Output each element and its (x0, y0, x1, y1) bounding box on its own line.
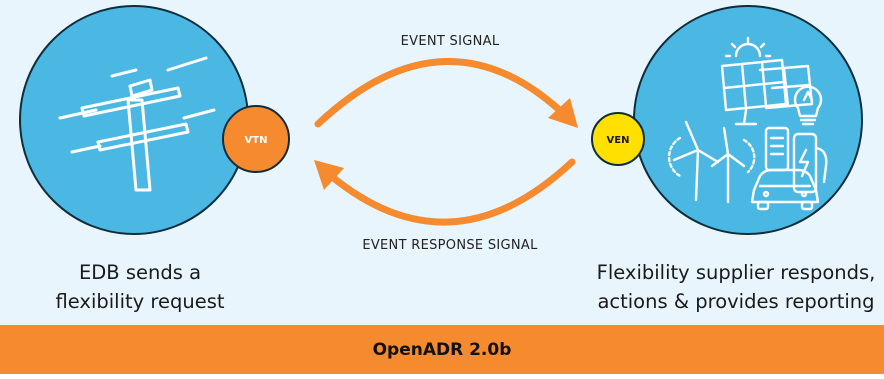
event-response-signal-label: EVENT RESPONSE SIGNAL (362, 238, 538, 253)
vtn-badge (222, 105, 290, 173)
edb-circle (19, 5, 249, 235)
power-pole-icon (58, 56, 216, 192)
vtn-label: VTN (245, 135, 268, 146)
ven-badge (591, 112, 645, 166)
ven-label: VEN (607, 135, 630, 146)
supplier-caption-line-2: actions & provides reporting (597, 290, 875, 313)
edb-caption-line-2: flexibility request (55, 290, 225, 313)
edb-caption-line-1: EDB sends a (78, 261, 202, 284)
solar-panel-icon (720, 58, 814, 126)
event-response-arrow (320, 158, 576, 226)
event-signal-arrow (314, 58, 572, 128)
light-bulb-icon (793, 85, 823, 126)
supplier-caption-line-1: Flexibility supplier responds, (596, 261, 876, 284)
event-signal-arrowhead (548, 98, 578, 128)
signal-arrows (314, 58, 578, 226)
vtn-node-group: VTN (19, 5, 290, 235)
footer-title: OpenADR 2.0b (372, 339, 512, 360)
wind-turbine-icon (667, 120, 756, 204)
electric-car-icon (750, 168, 820, 211)
event-response-arrowhead (314, 160, 344, 190)
edb-caption: EDB sends a flexibility request (40, 258, 240, 316)
supplier-caption: Flexibility supplier responds, actions &… (590, 258, 882, 316)
footer-banner: OpenADR 2.0b (0, 325, 884, 374)
ven-node-group: VEN (591, 5, 863, 235)
event-signal-label: EVENT SIGNAL (400, 34, 500, 49)
sun-icon (724, 36, 772, 58)
